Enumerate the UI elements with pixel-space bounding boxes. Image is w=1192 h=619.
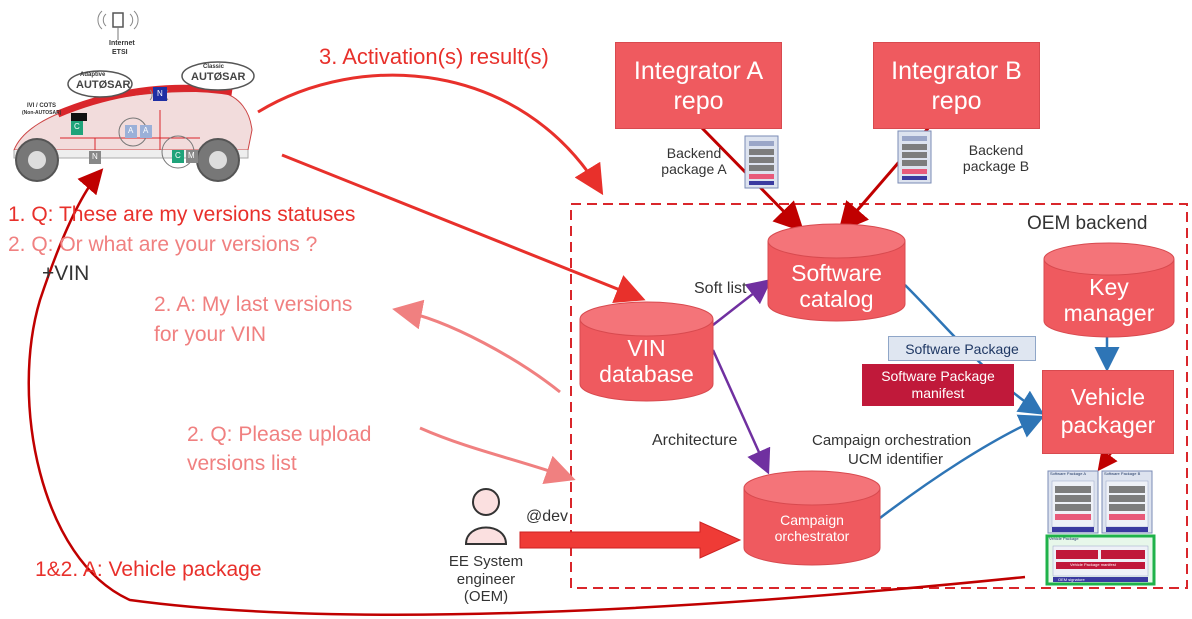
campaign-line2: orchestrator xyxy=(774,528,850,544)
campaign-orchestration-label: Campaign orchestration xyxy=(812,432,972,449)
software-package-tag: Software Package xyxy=(888,336,1036,361)
architecture-arrow xyxy=(711,349,771,475)
vehicle-package-label: 1&2. A: Vehicle package xyxy=(35,558,262,581)
adaptive-autosar-logo: AUTØSAR xyxy=(76,79,131,91)
ecu-c-bottom-label: C xyxy=(175,151,181,160)
adaptive-label: Adaptive xyxy=(80,72,106,78)
backend-package-b-line2: package B xyxy=(962,158,1030,175)
software-catalog-line1: Software xyxy=(791,259,882,286)
ecu-c-left xyxy=(71,121,83,135)
backend-package-b-label: Backend package B xyxy=(956,142,1036,174)
internet-label: Internet xyxy=(109,40,135,47)
vin-label: +VIN xyxy=(42,262,90,285)
ivi-label: IVI / COTS xyxy=(27,103,57,109)
key-manager-cylinder xyxy=(1043,242,1175,338)
software-catalog-line2: catalog xyxy=(799,286,874,312)
q2-upload-line1: 2. Q: Please upload xyxy=(187,423,372,446)
engineer-line1: EE System xyxy=(448,553,524,570)
vehicle-packager-line2: packager xyxy=(1060,412,1156,438)
last-versions-arrow xyxy=(392,299,561,394)
vehicle-package-title: Vehicle Package xyxy=(1049,536,1079,541)
a2-line1: 2. A: My last versions xyxy=(154,293,353,316)
ecu-a1-label: A xyxy=(128,126,134,135)
software-catalog-cylinder xyxy=(767,223,906,322)
integrator-a-line2: repo xyxy=(673,86,724,115)
a2-line2: for your VIN xyxy=(154,323,267,346)
ucm-identifier-label: UCM identifier xyxy=(848,451,944,468)
engineer-label: EE System engineer (OEM) xyxy=(440,553,532,606)
q2-label: 2. Q: Or what are your versions ? xyxy=(8,233,318,256)
backend-package-a-line1: Backend xyxy=(666,145,722,161)
car-illustration xyxy=(13,10,255,182)
sw-manifest-line1: Software Package xyxy=(881,368,995,385)
packager-to-vehicle-package-arrow xyxy=(1097,449,1118,472)
sw-package-a-title: Software Package A xyxy=(1050,471,1087,476)
sw-manifest-line2: manifest xyxy=(911,385,965,401)
backend-package-a-line2: package A xyxy=(661,161,727,178)
vin-database-line2: database xyxy=(599,361,694,387)
versions-statuses-arrow xyxy=(281,153,646,304)
ecu-a2-label: A xyxy=(143,126,149,135)
engineer-to-campaign-arrow xyxy=(519,521,742,559)
campaign-to-packager-arrow xyxy=(879,414,1045,519)
backend-package-b-icon xyxy=(897,130,932,184)
sw-package-b-title: Software Package B xyxy=(1104,471,1141,476)
backend-package-b-line1: Backend xyxy=(968,142,1024,158)
key-manager-line1: Key xyxy=(1089,273,1129,300)
dev-label: @dev xyxy=(526,508,569,525)
integrator-b-line2: repo xyxy=(931,86,982,115)
engineer-icon xyxy=(464,488,508,545)
backend-package-a-icon xyxy=(744,135,779,189)
ecu-m-label: M xyxy=(188,151,195,160)
vehicle-packager-line1: Vehicle xyxy=(1070,384,1146,411)
please-upload-arrow xyxy=(419,426,576,484)
oem-signature-label: OEM signature xyxy=(1058,577,1085,582)
campaign-line1: Campaign xyxy=(780,511,844,528)
soft-list-arrow xyxy=(712,278,772,326)
q1-label: 1. Q: These are my versions statuses xyxy=(8,203,356,226)
activation-result-arrow xyxy=(257,73,604,196)
vehicle-package-graphic xyxy=(1045,470,1156,586)
ecu-n-label: N xyxy=(157,89,163,98)
engineer-line2: engineer xyxy=(456,570,516,588)
vin-database-line1: VIN xyxy=(627,334,666,361)
vehicle-package-return-arrow xyxy=(27,168,1026,616)
backend-package-a-label: Backend package A xyxy=(658,145,730,177)
ecu-n-top xyxy=(153,87,167,101)
campaign-orchestrator-cylinder xyxy=(743,470,881,566)
etsi-label: ETSI xyxy=(112,49,128,56)
architecture-label: Architecture xyxy=(652,432,738,449)
classic-label: Classic xyxy=(203,64,225,70)
soft-list-label: Soft list xyxy=(694,280,747,297)
vp-manifest-label: Vehicle Package manifest xyxy=(1070,562,1116,567)
vin-database-cylinder xyxy=(579,301,714,402)
ecu-c-label: C xyxy=(74,122,80,131)
key-manager-line2: manager xyxy=(1063,300,1155,326)
oem-backend-title: OEM backend xyxy=(1027,213,1148,234)
q2-upload-line2: versions list xyxy=(187,452,297,475)
engineer-line3: (OEM) xyxy=(463,588,509,606)
non-autosar-label: (Non-AUTOSAR) xyxy=(22,110,62,116)
ecu-n-bottom-label: N xyxy=(92,152,98,161)
integrator-b-line1: Integrator B xyxy=(891,56,1022,85)
classic-autosar-logo: AUTØSAR xyxy=(191,71,246,83)
activation-result-label: 3. Activation(s) result(s) xyxy=(319,44,549,69)
integrator-a-line1: Integrator A xyxy=(633,56,764,85)
oem-backend-boundary xyxy=(570,203,1188,589)
